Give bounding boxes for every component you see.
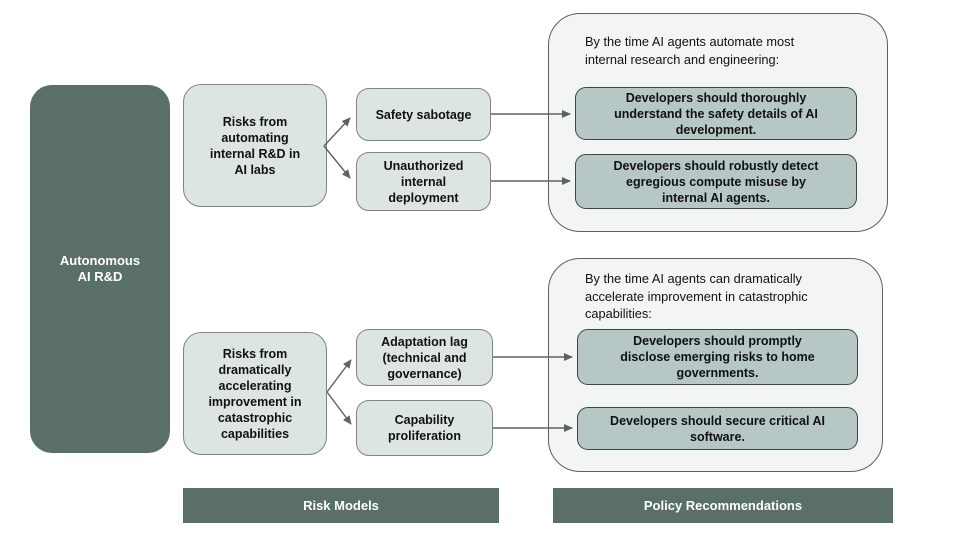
policy-container-bottom-header: By the time AI agents can dramatically a… — [585, 271, 808, 321]
risk-source-catastrophic-capabilities: Risks from dramatically accelerating imp… — [183, 332, 327, 455]
footer-bar-risk-models: Risk Models — [183, 488, 499, 523]
arrow-bottom-source-to-proliferation — [326, 391, 352, 425]
policy-detect-misuse: Developers should robustly detect egregi… — [575, 154, 857, 209]
policy-understand-safety: Developers should thoroughly understand … — [575, 87, 857, 140]
footer-bar-policy-recommendations-label: Policy Recommendations — [643, 498, 803, 513]
policy-disclose-risks: Developers should promptly disclose emer… — [577, 329, 858, 385]
arrow-top-source-to-unauthorized — [323, 145, 351, 179]
risk-capability-proliferation: Capability proliferation — [356, 400, 493, 456]
policy-container-top-header: By the time AI agents automate most inte… — [585, 34, 795, 67]
footer-bar-policy-recommendations: Policy Recommendations — [553, 488, 893, 523]
risk-adaptation-lag: Adaptation lag (technical and governance… — [356, 329, 493, 386]
arrow-top-source-to-sabotage — [323, 117, 351, 147]
footer-bar-risk-models-label: Risk Models — [303, 498, 379, 513]
policy-secure-software: Developers should secure critical AI sof… — [577, 407, 858, 450]
risk-source-internal-rd: Risks from automating internal R&D in AI… — [183, 84, 327, 207]
arrow-bottom-source-to-adaptation — [326, 359, 352, 393]
root-node-autonomous-ai-rd: Autonomous AI R&D — [30, 85, 170, 453]
risk-safety-sabotage: Safety sabotage — [356, 88, 491, 141]
risk-unauthorized-deployment: Unauthorized internal deployment — [356, 152, 491, 211]
